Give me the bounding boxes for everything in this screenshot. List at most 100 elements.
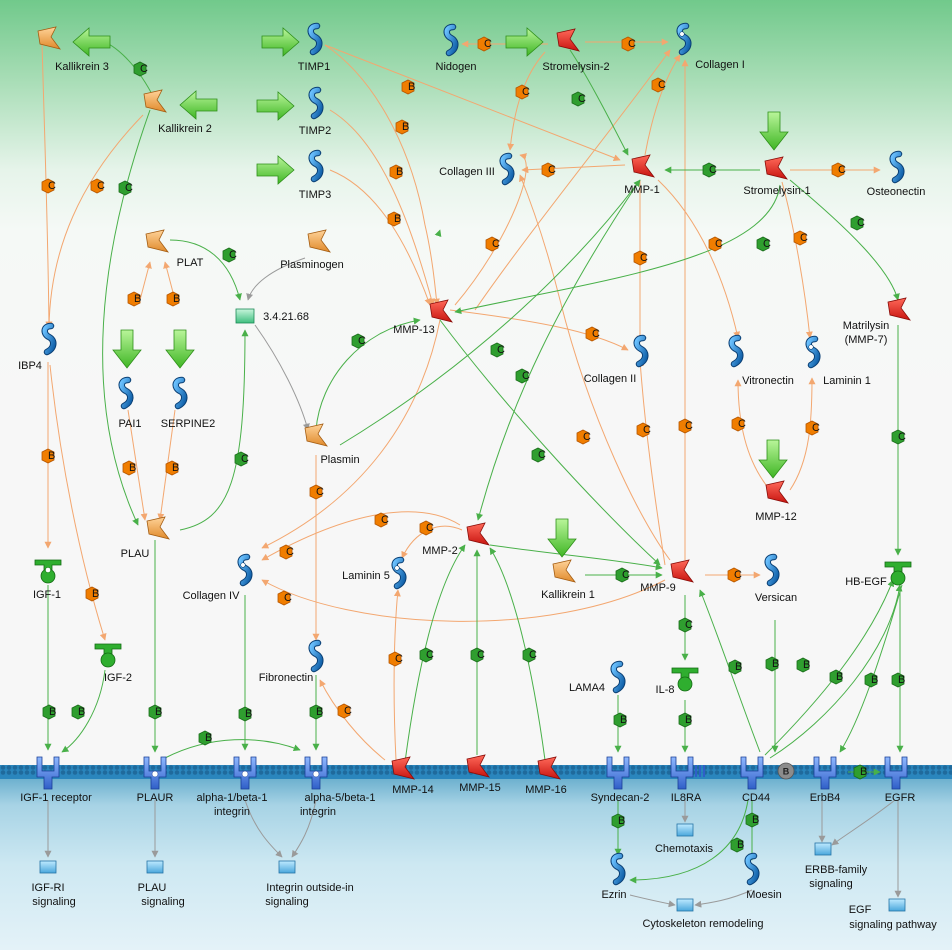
- syndecan-2-node[interactable]: [606, 756, 630, 790]
- plaur-node[interactable]: [144, 757, 166, 789]
- laminin-1-node[interactable]: [809, 339, 818, 365]
- collagen-ii-node[interactable]: [637, 338, 646, 364]
- kallikrein-2-label: Kallikrein 2: [158, 123, 212, 135]
- alpha5-beta1-integrin-node[interactable]: [305, 757, 327, 789]
- igf-2-label: IGF-2: [104, 672, 132, 684]
- ibp4-node[interactable]: [45, 326, 54, 352]
- svg-text:B: B: [245, 708, 252, 720]
- erbb4-node[interactable]: [813, 756, 837, 790]
- collagen-i-node[interactable]: [680, 26, 689, 52]
- svg-text:C: C: [529, 649, 537, 661]
- edge-kallikrein2-plau: [102, 109, 151, 526]
- mmp-9-node[interactable]: [670, 559, 694, 583]
- laminin-5-node[interactable]: [395, 560, 404, 586]
- svg-text:B: B: [737, 839, 744, 851]
- hb-egf-label: HB-EGF: [845, 576, 887, 588]
- egfr-node[interactable]: [884, 756, 908, 790]
- integrin-signaling-node[interactable]: [278, 860, 296, 874]
- svg-text:B: B: [408, 81, 415, 93]
- igf-1-node[interactable]: [34, 559, 62, 584]
- igf-1-receptor-node[interactable]: [36, 756, 60, 790]
- timp1-node[interactable]: [311, 26, 320, 52]
- svg-text:B: B: [205, 732, 212, 744]
- svg-text:C: C: [628, 38, 636, 50]
- stromelysin-1-node[interactable]: [764, 156, 788, 180]
- badge-c-21: C: [419, 520, 434, 536]
- plau-signaling-node[interactable]: [146, 860, 164, 874]
- kallikrein-1-node[interactable]: [552, 559, 576, 583]
- badge-bg-6: B: [891, 672, 905, 688]
- svg-text:C: C: [241, 453, 249, 465]
- plat-node[interactable]: [145, 229, 169, 253]
- igf-2-node[interactable]: [94, 643, 122, 668]
- cd44-node[interactable]: [740, 756, 764, 790]
- stromelysin-2-node[interactable]: [556, 28, 580, 52]
- mmp-1-node[interactable]: [631, 154, 655, 178]
- nidogen-node[interactable]: [447, 27, 456, 53]
- edge-mmp1-mmp2: [476, 179, 641, 521]
- erbb-family-signaling-label-1: ERBB-family: [805, 864, 868, 876]
- osteonectin-node[interactable]: [893, 154, 902, 180]
- svg-text:B: B: [48, 450, 55, 462]
- matrilysin-label-2: (MMP-7): [845, 334, 888, 346]
- edge-mmp13-collagen1: [474, 49, 671, 311]
- il8ra-node[interactable]: [670, 756, 705, 790]
- timp3-node[interactable]: [312, 153, 321, 179]
- mmp-12-node[interactable]: [765, 480, 789, 504]
- ezrin-node[interactable]: [614, 856, 623, 882]
- svg-text:C: C: [800, 232, 808, 244]
- badge-c-18: C: [576, 429, 591, 445]
- mmp-13-node[interactable]: [429, 299, 453, 323]
- hb-egf-node[interactable]: [884, 561, 912, 586]
- edge-cd44-hbegf: [764, 579, 895, 756]
- plasminogen-node[interactable]: [307, 229, 331, 253]
- collagen-iv-node[interactable]: [241, 557, 250, 583]
- svg-text:C: C: [583, 431, 591, 443]
- svg-text:C: C: [812, 422, 820, 434]
- badge-cg-2: C: [571, 91, 586, 107]
- kallikrein-3-node[interactable]: [37, 26, 61, 50]
- svg-text:C: C: [548, 164, 556, 176]
- edge-mmp13-mmp9: [439, 319, 661, 566]
- badge-cg-13: C: [234, 451, 249, 467]
- plau-node[interactable]: [146, 516, 170, 540]
- vitronectin-node[interactable]: [732, 338, 741, 364]
- collagen-iii-label: Collagen III: [439, 166, 495, 178]
- erbb-family-signaling-node[interactable]: [814, 842, 832, 856]
- badge-bg-17: B: [745, 812, 759, 828]
- collagen-iii-node[interactable]: [503, 156, 512, 182]
- badge-b-7: B: [41, 448, 55, 464]
- laminin-5-label: Laminin 5: [342, 570, 390, 582]
- matrilysin-node[interactable]: [887, 297, 911, 321]
- chemotaxis-node[interactable]: [676, 823, 694, 837]
- badge-cg-11: C: [891, 429, 906, 445]
- pai1-node[interactable]: [122, 380, 131, 406]
- serpine2-node[interactable]: [176, 380, 185, 406]
- edge-stromelysin2-mmp1: [569, 49, 629, 156]
- svg-text:B: B: [172, 462, 179, 474]
- versican-node[interactable]: [768, 557, 777, 583]
- badge-b-6: B: [166, 291, 180, 307]
- cytoskeleton-remodeling-node[interactable]: [676, 898, 694, 912]
- mmp-2-node[interactable]: [466, 522, 490, 546]
- ec-3-4-21-68-node[interactable]: [235, 308, 255, 324]
- svg-text:B: B: [394, 213, 401, 225]
- alpha1-beta1-integrin-node[interactable]: [234, 757, 256, 789]
- edge-mmp9-collagen2: [636, 359, 666, 566]
- edge-hbegf-erbb4: [839, 584, 903, 753]
- mmp-15-label: MMP-15: [459, 782, 501, 794]
- lama4-node[interactable]: [614, 664, 623, 690]
- plasmin-node[interactable]: [304, 423, 328, 447]
- svg-text:C: C: [622, 569, 630, 581]
- timp2-node[interactable]: [312, 90, 321, 116]
- fibronectin-node[interactable]: [312, 643, 321, 669]
- svg-text:B: B: [173, 293, 180, 305]
- il-8-node[interactable]: [671, 667, 699, 692]
- svg-text:C: C: [229, 249, 237, 261]
- svg-text:C: C: [497, 344, 505, 356]
- svg-text:B: B: [402, 121, 409, 133]
- egf-signaling-node[interactable]: [888, 898, 906, 912]
- kallikrein-2-node[interactable]: [143, 89, 167, 113]
- igf-ri-signaling-node[interactable]: [39, 860, 57, 874]
- up-arrow-stromelysin1: [759, 111, 789, 151]
